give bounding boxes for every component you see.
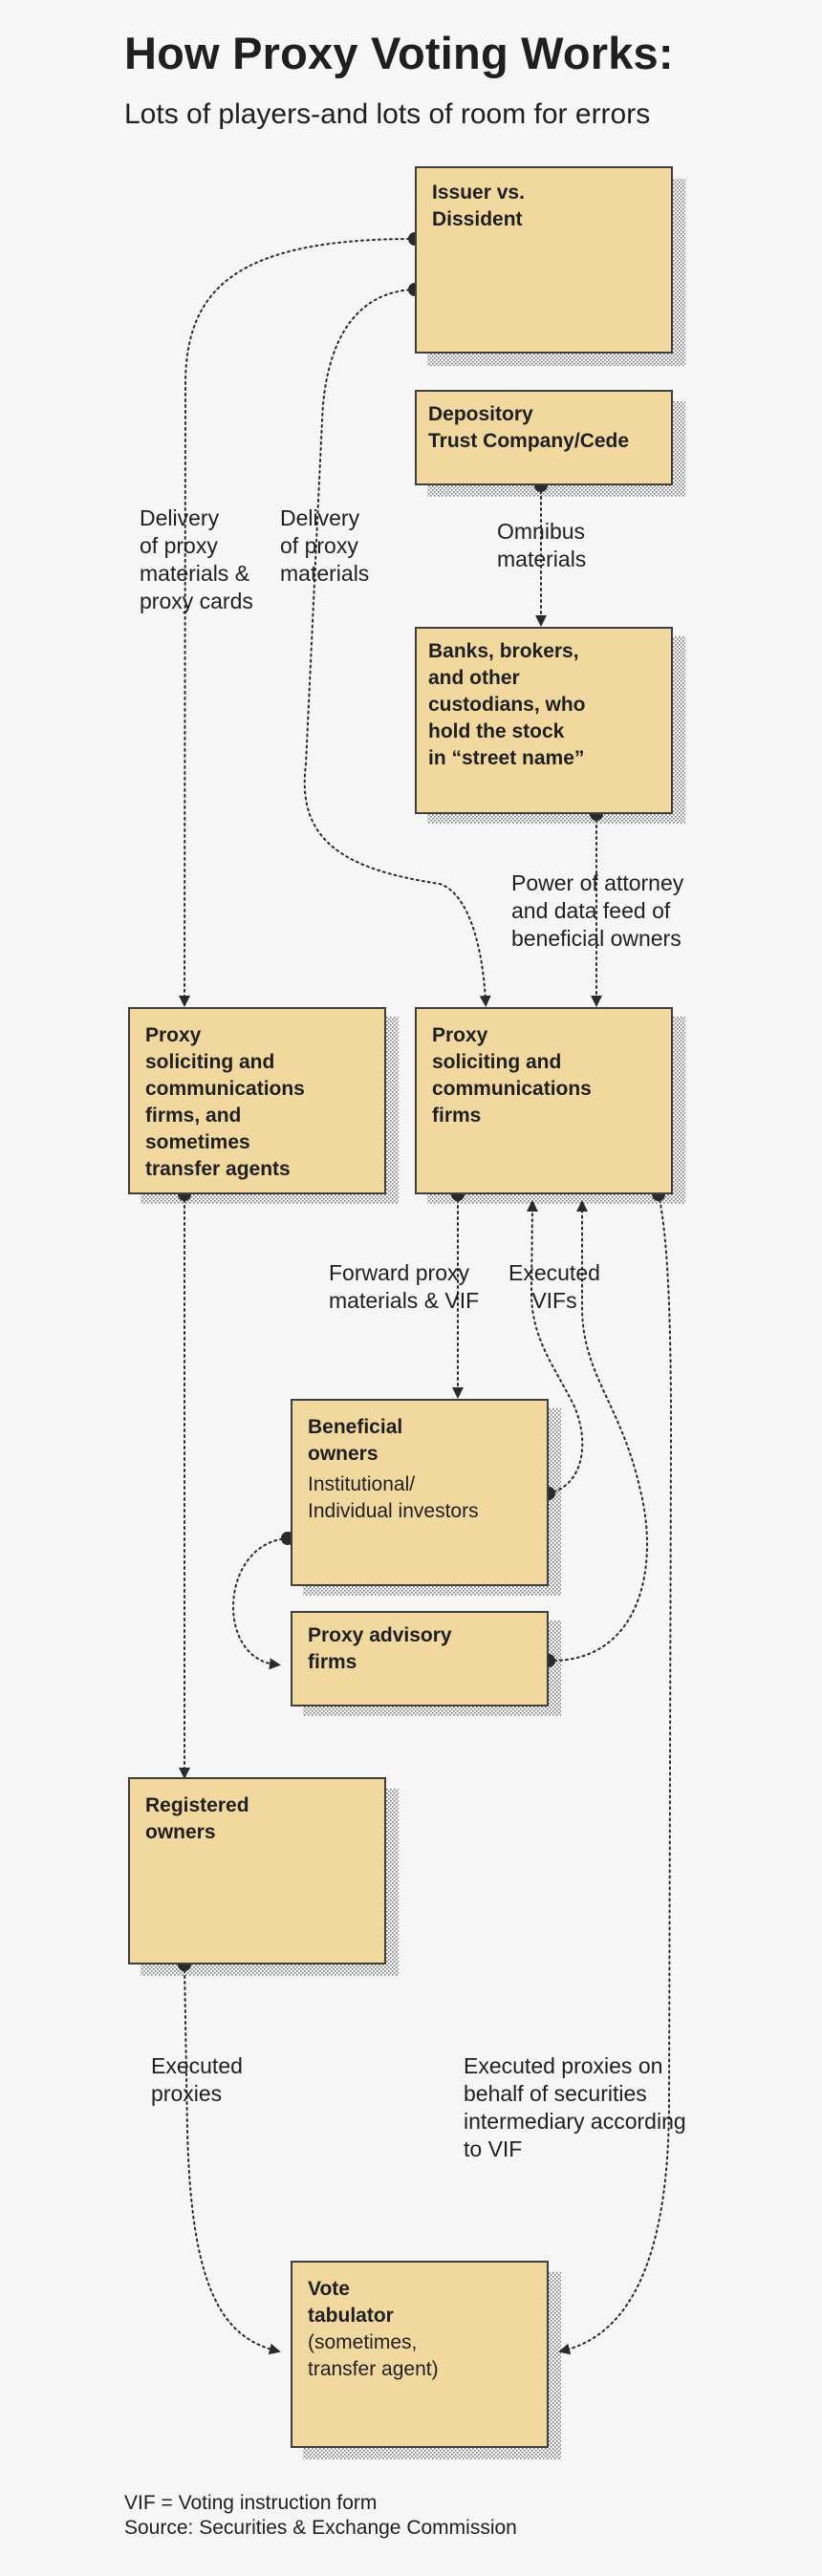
box-banks-title: Banks, brokers, and other custodians, wh…: [428, 640, 586, 769]
box-registered-title: Registered owners: [145, 1794, 249, 1843]
box-beneficial: Beneficial owners Institutional/ Individ…: [291, 1399, 549, 1586]
box-beneficial-subtitle: Institutional/ Individual investors: [308, 1473, 479, 1522]
link-beneficial-to-proxy-right: [526, 1200, 584, 1494]
box-tabulator-title: Vote tabulator: [308, 2278, 394, 2327]
box-issuer-title: Issuer vs. Dissident: [432, 182, 525, 230]
box-tabulator-subtitle: (sometimes, transfer agent): [308, 2331, 439, 2380]
box-beneficial-title: Beneficial owners: [308, 1416, 403, 1465]
box-proxy-right: Proxy soliciting and communications firm…: [415, 1007, 673, 1194]
label-executed-behalf: Executed proxies on behalf of securities…: [464, 2053, 686, 2161]
box-dtc-title: Depository Trust Company/Cede: [428, 403, 630, 452]
link-registered-to-tabulator: [184, 1964, 281, 2355]
page-title: How Proxy Voting Works:: [124, 28, 674, 78]
label-executed-proxies: Executed proxies: [151, 2053, 243, 2106]
box-banks: Banks, brokers, and other custodians, wh…: [415, 627, 673, 814]
label-executed-vifs: Executed VIFs: [508, 1260, 600, 1313]
box-proxy-left: Proxy soliciting and communications firm…: [128, 1007, 386, 1194]
footnote-vif: VIF = Voting instruction form: [124, 2492, 378, 2514]
label-delivery: Delivery of proxy materials: [280, 505, 370, 586]
box-issuer: Issuer vs. Dissident: [415, 166, 673, 354]
box-tabulator: Vote tabulator (sometimes, transfer agen…: [291, 2261, 549, 2448]
label-delivery-cards: Delivery of proxy materials & proxy card…: [140, 505, 253, 613]
link-advisory-to-proxy-right: [548, 1200, 649, 1663]
label-omnibus: Omnibus materials: [497, 519, 587, 571]
link-proxy-right-to-tabulator: [558, 1193, 673, 2355]
label-power: Power of attorney and data feed of benef…: [511, 870, 684, 951]
box-proxy-left-title: Proxy soliciting and communications firm…: [145, 1024, 305, 1180]
link-beneficial-to-advisory: [232, 1537, 289, 1670]
box-advisory: Proxy advisory firms: [291, 1611, 549, 1707]
link-issuer-to-proxy-left: [179, 238, 416, 1007]
label-forward: Forward proxy materials & VIF: [329, 1260, 480, 1313]
link-issuer-to-proxy-right: [303, 289, 491, 1007]
box-registered: Registered owners: [128, 1777, 386, 1964]
box-proxy-right-title: Proxy soliciting and communications firm…: [432, 1024, 592, 1127]
footnote-source: Source: Securities & Exchange Commission: [124, 2517, 517, 2539]
page-subtitle: Lots of players-and lots of room for err…: [124, 98, 651, 130]
box-advisory-title: Proxy advisory firms: [308, 1624, 452, 1673]
box-dtc: Depository Trust Company/Cede: [415, 390, 673, 485]
